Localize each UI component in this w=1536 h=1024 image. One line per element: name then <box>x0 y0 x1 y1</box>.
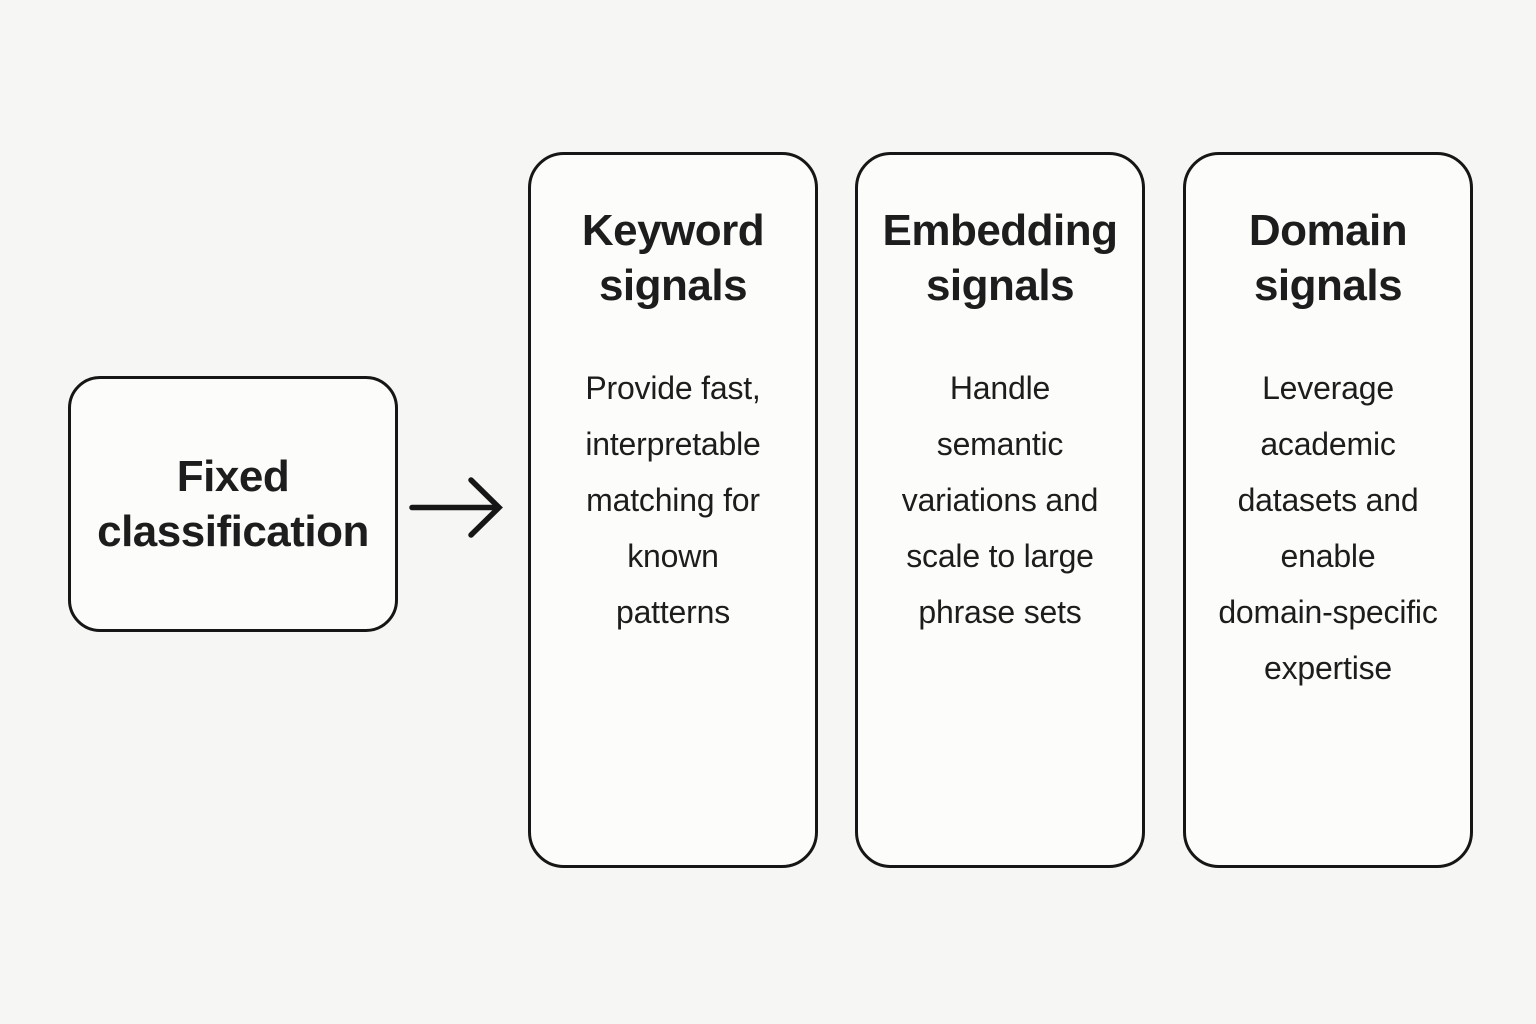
keyword-signals-description: Provide fast, interpretable matching for… <box>585 369 761 630</box>
domain-signals-title: Domain signals <box>1248 206 1408 311</box>
keyword-signals-card: Keyword signals Provide fast, interpreta… <box>528 152 818 868</box>
fixed-classification-box: Fixed classification <box>68 376 398 632</box>
keyword-signals-title: Keyword signals <box>581 206 765 311</box>
right-arrow-icon <box>409 477 503 538</box>
domain-signals-description: Leverage academic datasets and enable do… <box>1218 369 1438 686</box>
fixed-classification-label: Fixed classification <box>97 452 369 556</box>
embedding-signals-description: Handle semantic variations and scale to … <box>901 369 1099 630</box>
embedding-signals-title: Embedding signals <box>882 206 1118 311</box>
domain-signals-card: Domain signals Leverage academic dataset… <box>1183 152 1473 868</box>
embedding-signals-card: Embedding signals Handle semantic variat… <box>855 152 1145 868</box>
